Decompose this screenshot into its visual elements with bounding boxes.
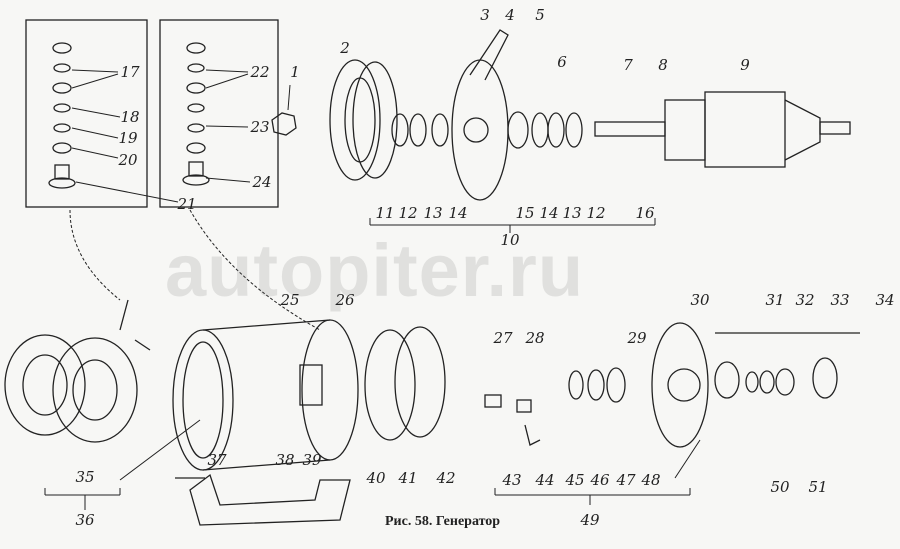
- callout-label: 21: [177, 195, 197, 213]
- callout-label: 20: [118, 151, 138, 169]
- callout-label: 33: [830, 291, 850, 309]
- callout-label: 1: [290, 63, 300, 81]
- callout-label: 29: [627, 329, 647, 347]
- callout-label: 13: [562, 204, 582, 222]
- bearing-washers-bottom: [568, 332, 860, 403]
- callout-label: 4: [505, 6, 515, 24]
- callout-label: 22: [250, 63, 270, 81]
- callout-label: 39: [302, 451, 322, 469]
- fastener-box-right: [159, 19, 279, 208]
- callout-label: 27: [493, 329, 513, 347]
- callout-label: 48: [641, 471, 661, 489]
- callout-label: 50: [770, 478, 790, 496]
- callout-label: 46: [590, 471, 610, 489]
- callout-label: 16: [635, 204, 655, 222]
- washers-row-top: [391, 111, 583, 149]
- leader-lines: [44, 69, 701, 510]
- callout-label: 3: [480, 6, 490, 24]
- callout-label: 12: [586, 204, 606, 222]
- callout-label: 25: [280, 291, 300, 309]
- callout-label: 36: [75, 511, 95, 529]
- housing-36: [172, 319, 359, 471]
- callout-label: 45: [565, 471, 585, 489]
- callout-label: 44: [535, 471, 555, 489]
- callout-label: 35: [75, 468, 95, 486]
- callout-label: 10: [500, 231, 520, 249]
- callout-label: 14: [448, 204, 468, 222]
- callout-label: 18: [120, 108, 140, 126]
- callout-label: 11: [375, 204, 395, 222]
- fastener-box-left: [25, 19, 148, 208]
- watermark: autopiter.ru: [165, 229, 585, 312]
- callout-label: 28: [525, 329, 545, 347]
- callout-label: 37: [207, 451, 227, 469]
- callout-label: 51: [808, 478, 828, 496]
- nuts-washers-left: [48, 42, 76, 189]
- callout-label: 14: [539, 204, 559, 222]
- callout-label: 32: [795, 291, 815, 309]
- callout-label: 34: [875, 291, 895, 309]
- callout-label: 42: [436, 469, 456, 487]
- armature-9: [594, 91, 851, 168]
- callout-label: 15: [515, 204, 535, 222]
- callout-label: 47: [616, 471, 636, 489]
- callout-label: 30: [690, 291, 710, 309]
- callout-label: 41: [398, 469, 418, 487]
- nuts-washers-right: [182, 42, 210, 186]
- bracket-39: [175, 473, 351, 526]
- callout-label: 38: [275, 451, 295, 469]
- callout-label: 6: [557, 53, 567, 71]
- callout-label: 43: [502, 471, 522, 489]
- nut-1: [271, 112, 297, 136]
- pulley-2: [329, 59, 398, 181]
- end-cover-48: [651, 322, 709, 448]
- callout-label: 19: [118, 129, 138, 147]
- callout-label: 9: [740, 56, 750, 74]
- callout-label: 12: [398, 204, 418, 222]
- field-coils-35: [4, 299, 151, 443]
- callout-label: 2: [340, 39, 350, 57]
- callout-label: 8: [658, 56, 668, 74]
- callout-label: 23: [250, 118, 270, 136]
- callout-label: 24: [252, 173, 272, 191]
- callout-label: 13: [423, 204, 443, 222]
- brushes: [484, 394, 541, 446]
- brush-holder-plate: [451, 29, 509, 201]
- band-40: [364, 326, 446, 441]
- callout-label: 31: [765, 291, 785, 309]
- callout-label: 17: [120, 63, 140, 81]
- callout-label: 40: [366, 469, 386, 487]
- callout-label: 49: [580, 511, 600, 529]
- callout-label: 5: [535, 6, 545, 24]
- figure-caption: Рис. 58. Генератор: [385, 514, 501, 529]
- callout-label: 26: [335, 291, 355, 309]
- callout-label: 7: [623, 56, 633, 74]
